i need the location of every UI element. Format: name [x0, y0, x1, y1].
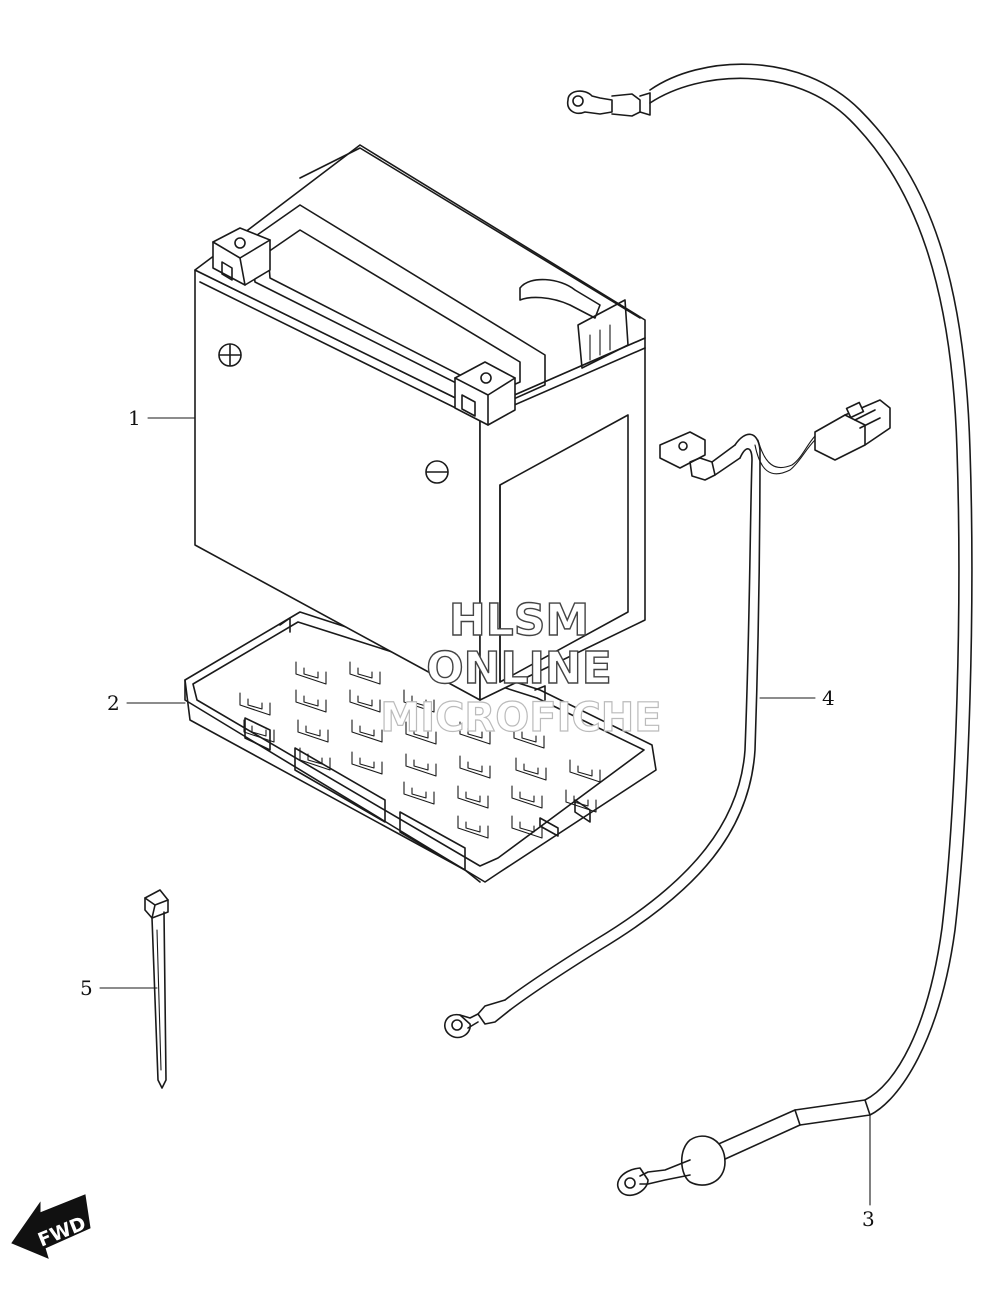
tray-slot — [459, 721, 491, 745]
battery — [194, 144, 646, 701]
tray-slot — [457, 815, 489, 839]
callout-label: 3 — [862, 1207, 875, 1231]
callout-label: 2 — [107, 691, 120, 715]
tray-slot — [349, 689, 381, 713]
fwd-direction-indicator: FWD — [11, 1194, 91, 1259]
tray-slot — [295, 689, 327, 713]
tray-slot — [403, 781, 435, 805]
watermark-line-1: HLSM — [449, 595, 589, 646]
watermark-line-3: MICROFICHE — [380, 695, 661, 741]
tray-slot — [299, 747, 331, 771]
battery-cable-short — [444, 399, 891, 1039]
arrow-left-down-icon — [11, 1194, 91, 1259]
tray-slot — [565, 789, 597, 813]
tray-slot — [513, 725, 545, 749]
watermark: HLSM ONLINE MICROFICHE — [380, 594, 662, 741]
tray-slot — [569, 759, 601, 783]
tray-slot — [459, 755, 491, 779]
tray-slot — [511, 815, 543, 839]
negative-terminal-mark-icon — [425, 460, 449, 484]
battery-terminal-negative — [212, 227, 271, 286]
callout-3: 3 — [862, 1114, 875, 1231]
tray-slot — [515, 757, 547, 781]
tray-slot — [239, 692, 271, 716]
battery-terminal-positive — [454, 361, 516, 426]
tray-slot — [295, 661, 327, 685]
callout-2: 2 — [107, 691, 186, 715]
watermark-line-2: ONLINE — [426, 643, 612, 694]
tray-slot-grid — [239, 661, 601, 839]
positive-terminal-mark-icon — [218, 343, 242, 367]
tray-slot — [457, 785, 489, 809]
callout-1: 1 — [128, 406, 196, 430]
tray-slot — [403, 689, 435, 713]
callout-label: 4 — [822, 686, 835, 710]
callout-4: 4 — [759, 686, 835, 710]
tray-slot — [349, 661, 381, 685]
callout-label: 5 — [80, 976, 93, 1000]
callout-5: 5 — [80, 976, 158, 1000]
callout-label: 1 — [128, 406, 141, 430]
tray-slot — [351, 719, 383, 743]
tray-slot — [511, 785, 543, 809]
tray-slot — [405, 753, 437, 777]
tray-slot — [351, 751, 383, 775]
tray-slot — [405, 721, 437, 745]
tray-slot — [297, 719, 329, 743]
electrical-connector — [814, 399, 891, 461]
battery-cable-long — [566, 63, 973, 1197]
cable-tie — [144, 889, 169, 1089]
tray-slot — [243, 719, 275, 743]
